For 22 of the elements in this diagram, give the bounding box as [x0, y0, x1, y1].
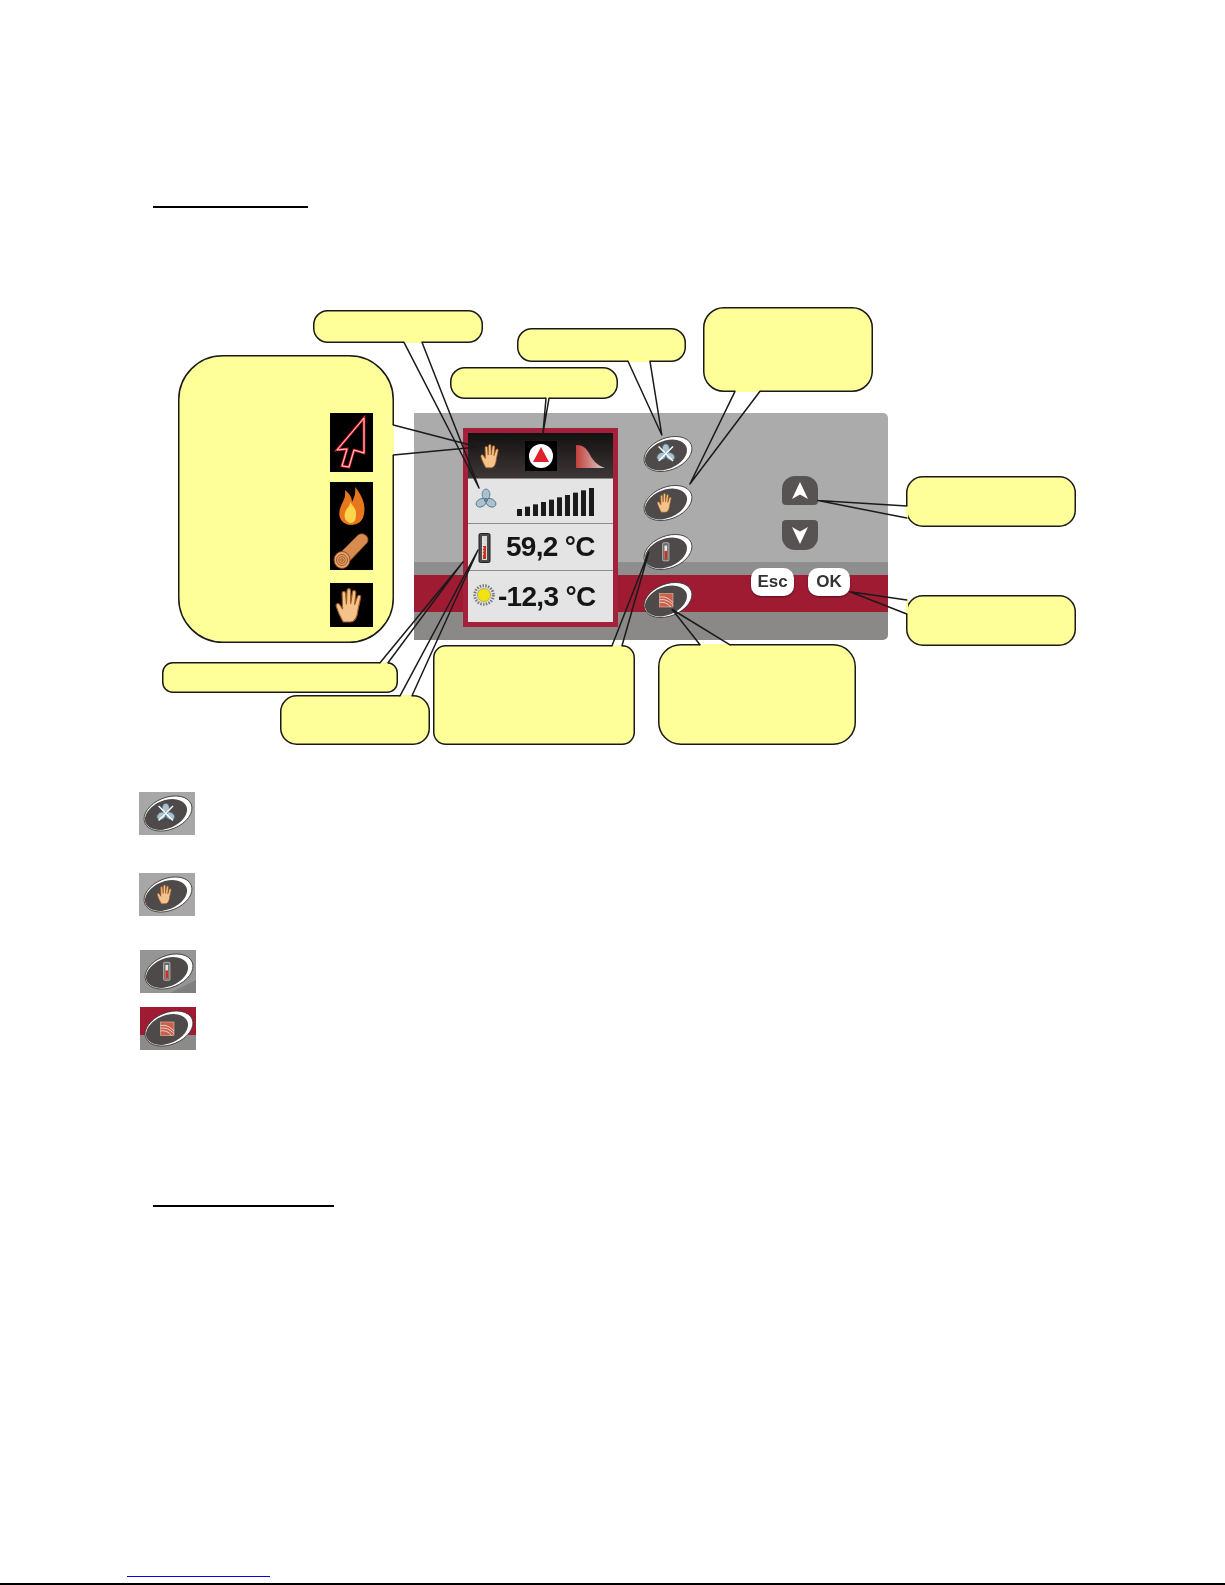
- keypad-key: OK: [808, 568, 850, 596]
- callout-pointer: [627, 360, 663, 436]
- arrow-key: [782, 520, 818, 550]
- temperature-reading: -12,3 °C: [498, 582, 596, 611]
- display-row: [468, 523, 613, 570]
- display-row: [468, 570, 613, 622]
- arrow-key: [782, 476, 818, 505]
- callout-pointer: [392, 424, 479, 456]
- callout-pointer: [403, 341, 480, 489]
- lcd-display: [463, 428, 618, 627]
- callout-pointer: [379, 561, 464, 664]
- status-bar: [468, 433, 613, 478]
- temperature-reading: 59,2 °C: [506, 533, 595, 561]
- control-panel: [414, 413, 888, 640]
- callout-pointer: [849, 591, 908, 615]
- callout-pointer: [542, 397, 550, 434]
- callout-pointer: [671, 608, 731, 646]
- callout-pointer: [611, 551, 650, 647]
- callout-pointer: [817, 499, 908, 519]
- callout-pointer: [689, 390, 761, 485]
- callout-pointer: [399, 549, 479, 697]
- keypad-key: Esc: [751, 568, 794, 596]
